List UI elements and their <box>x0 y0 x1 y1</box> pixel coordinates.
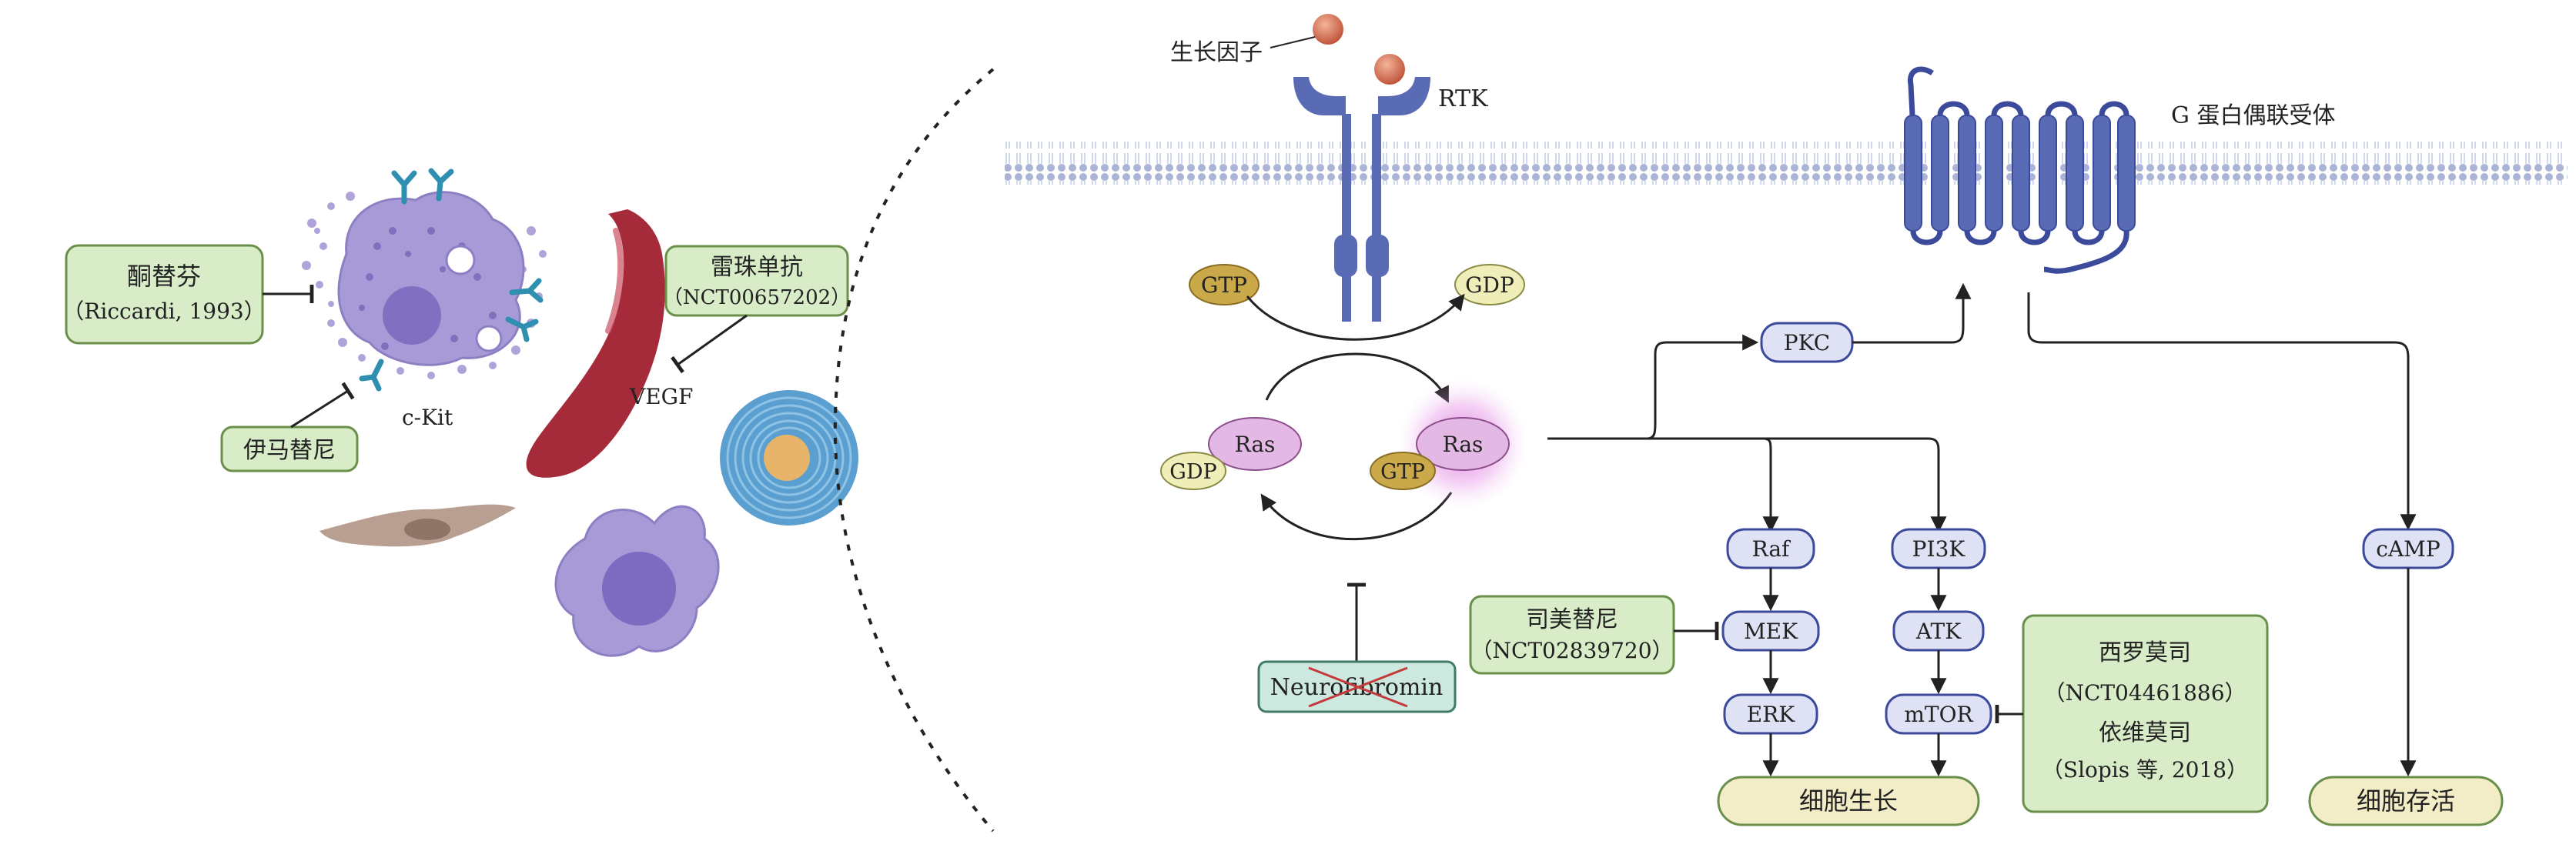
fibroblast <box>319 504 516 547</box>
cell-growth-label: 细胞生长 <box>1799 786 1898 816</box>
gtp-node-bottom <box>1370 452 1436 490</box>
growth-factor-ball <box>1313 14 1343 45</box>
cell-divider <box>833 68 995 833</box>
ras-inactive-label: Ras <box>1235 432 1276 457</box>
mtor-label: mTOR <box>1904 702 1973 727</box>
sirolimus-box: 西罗莫司 （NCT04461886） 依维莫司 （Slopis 等, 2018） <box>2022 614 2269 813</box>
schwann-cell <box>720 390 858 526</box>
camp-label: cAMP <box>2376 536 2440 562</box>
gtp-node-top <box>1189 264 1260 305</box>
ranibizumab-inhibit <box>671 314 748 374</box>
atk-label: ATK <box>1915 619 1962 644</box>
cell-membrane <box>1005 142 2568 185</box>
ras-active-node <box>1416 417 1510 471</box>
ras-inactivation-arrow <box>1260 492 1453 541</box>
pi3k-label: PI3K <box>1912 536 1966 562</box>
ras-to-pkc-arrow <box>1547 334 1759 440</box>
imatinib-name: 伊马替尼 <box>243 437 336 464</box>
ckit-label: c-Kit <box>402 405 453 430</box>
gpcr-to-camp-arrow <box>2027 292 2417 531</box>
gdp-node-top <box>1454 264 1525 305</box>
ras-to-pi3k-arrow <box>1763 437 1947 533</box>
ketotifen-name: 酮替芬 <box>127 262 201 291</box>
everolimus-name: 依维莫司 <box>2099 719 2191 746</box>
mek-label: MEK <box>1744 619 1798 644</box>
imatinib-box: 伊马替尼 <box>220 425 359 472</box>
erk-label: ERK <box>1747 702 1796 727</box>
gpcr-label: G 蛋白偶联受体 <box>2171 102 2336 129</box>
imatinib-inhibit <box>290 382 355 429</box>
ranibizumab-box: 雷珠单抗 （NCT00657202） <box>663 245 851 317</box>
gtp-to-gdp-arrow <box>1246 293 1465 341</box>
neurofibromin-cross-b <box>1308 666 1408 708</box>
rtk-receptor <box>1293 77 1430 322</box>
rtk-label: RTK <box>1438 85 1488 112</box>
selumetinib-name: 司美替尼 <box>1526 606 1618 633</box>
everolimus-ref: （Slopis 等, 2018） <box>2042 757 2248 783</box>
macrophage-cell <box>554 505 720 657</box>
neurofibromin-box: Neurofibromin <box>1257 660 1457 713</box>
pkc-to-gpcr-arrow <box>1852 282 1972 344</box>
selumetinib-ref: （NCT02839720） <box>1470 638 1673 663</box>
ranibizumab-name: 雷珠单抗 <box>711 254 803 281</box>
gpcr-receptor <box>1904 66 2136 274</box>
ras-to-raf-arrow <box>1547 437 1779 533</box>
sirolimus-ref: （NCT04461886） <box>2043 680 2246 706</box>
selumetinib-box: 司美替尼 （NCT02839720） <box>1469 595 1675 675</box>
pkc-label: PKC <box>1784 330 1830 355</box>
cell-growth-box <box>1717 776 1980 826</box>
gdp-label-bottom: GDP <box>1169 460 1216 484</box>
cell-survival-label: 细胞存活 <box>2357 786 2455 816</box>
ranibizumab-ref: （NCT00657202） <box>663 286 851 309</box>
ckit-receptors <box>359 168 544 392</box>
sirolimus-name: 西罗莫司 <box>2099 639 2191 666</box>
growth-factor-label: 生长因子 <box>1170 39 1263 66</box>
vegf-label: VEGF <box>629 384 693 409</box>
ketotifen-ref: （Riccardi, 1993） <box>62 299 265 324</box>
mast-cell <box>302 168 547 392</box>
blood-vessel <box>526 209 665 478</box>
ras-inactive-node <box>1208 417 1302 471</box>
ras-activation-arrow <box>1265 352 1449 403</box>
gtp-label-top: GTP <box>1201 272 1247 298</box>
ras-active-label: Ras <box>1443 432 1484 457</box>
gtp-label-bottom: GTP <box>1380 460 1425 484</box>
growth-factor-pointer <box>1270 36 1316 48</box>
growth-factor-bound <box>1374 54 1405 85</box>
gdp-label-top: GDP <box>1465 272 1514 298</box>
gdp-node-bottom <box>1160 452 1226 490</box>
ketotifen-box: 酮替芬 （Riccardi, 1993） <box>62 244 266 345</box>
cell-survival-box <box>2308 776 2504 826</box>
raf-label: Raf <box>1752 536 1791 562</box>
